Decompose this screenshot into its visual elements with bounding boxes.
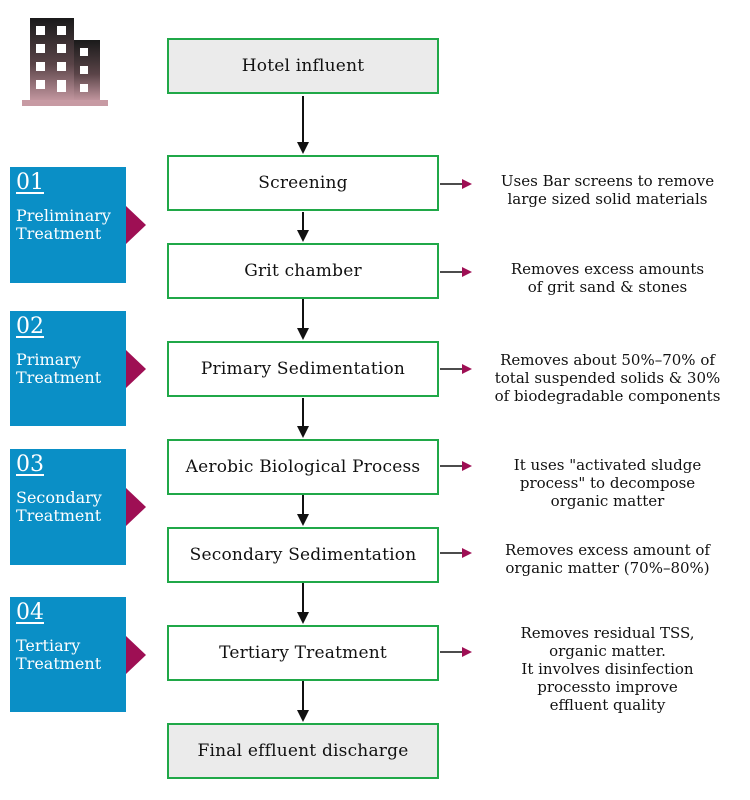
screening-box: Screening [167,155,439,211]
stage-pointer [126,488,146,526]
secondary-sedimentation-box: Secondary Sedimentation [167,527,439,583]
tertiary-treatment-note: Removes residual TSS, organic matter. It… [520,624,695,714]
stage-number: 04 [16,600,44,625]
tertiary-treatment-box: Tertiary Treatment [167,625,439,681]
stage-pointer [126,349,146,388]
stage-secondary: 03 Secondary Treatment [10,449,146,565]
primary-sedimentation-note: Removes about 50%–70% of total suspended… [494,351,721,405]
grit-chamber-note: Removes excess amounts of grit sand & st… [510,260,705,296]
stage-pointer [126,635,146,674]
building-icon [22,18,108,106]
stage-tertiary: 04 Tertiary Treatment [10,597,146,712]
final-discharge-box: Final effluent discharge [167,723,439,779]
stage-name: Secondary Treatment [16,488,102,525]
stage-number: 01 [16,170,44,195]
influent-box: Hotel influent [167,38,439,94]
screening-note: Uses Bar screens to remove large sized s… [500,172,715,208]
stage-number: 03 [16,452,44,477]
stage-name: Primary Treatment [16,350,102,387]
stage-preliminary: 01 Preliminary Treatment [10,167,146,283]
grit-chamber-box: Grit chamber [167,243,439,299]
aerobic-process-note: It uses "activated sludge process" to de… [513,456,702,510]
stage-number: 02 [16,314,44,339]
stage-name: Preliminary Treatment [16,206,111,243]
aerobic-process-box: Aerobic Biological Process [167,439,439,495]
stage-name: Tertiary Treatment [16,636,102,673]
stage-pointer [126,206,146,244]
note-arrows [440,179,472,657]
primary-sedimentation-box: Primary Sedimentation [167,341,439,397]
stage-primary: 02 Primary Treatment [10,311,146,426]
secondary-sedimentation-note: Removes excess amount of organic matter … [505,541,710,577]
